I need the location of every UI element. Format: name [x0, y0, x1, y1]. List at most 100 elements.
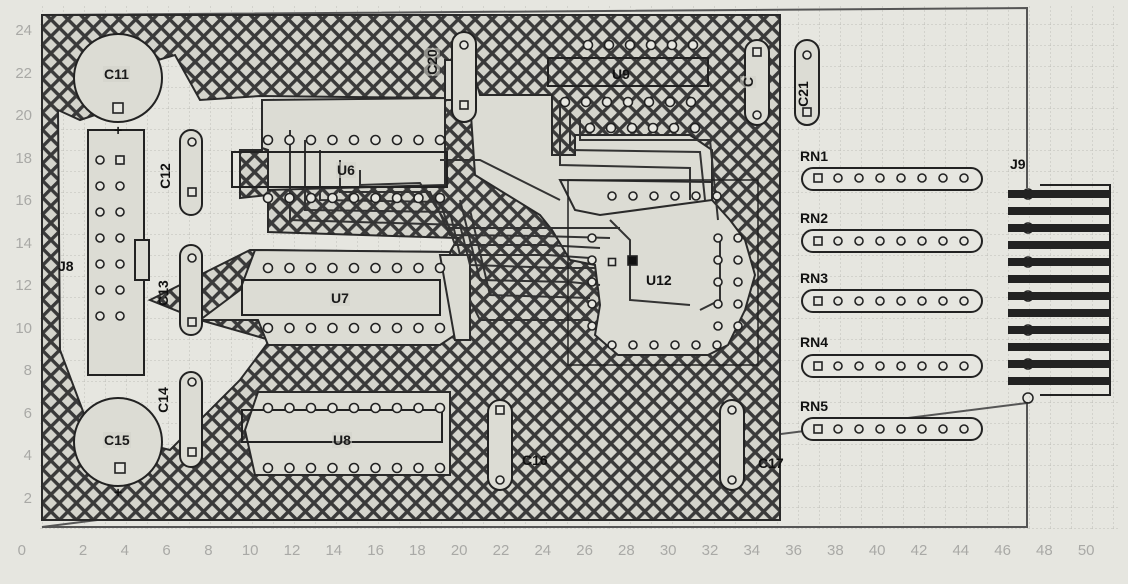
pad	[649, 340, 659, 350]
square-pad	[114, 462, 126, 474]
pad	[305, 262, 317, 274]
pad	[666, 39, 678, 51]
pad	[713, 299, 723, 309]
traces	[289, 100, 721, 321]
pad	[896, 236, 906, 246]
pad	[959, 173, 969, 183]
pad	[649, 191, 659, 201]
pad	[833, 424, 843, 434]
label-rn4: RN4	[800, 334, 829, 350]
pad	[95, 155, 105, 165]
pad	[327, 462, 338, 474]
pad	[370, 192, 381, 204]
pad	[391, 134, 403, 146]
y-tick-label: 4	[23, 447, 32, 464]
label-rn1: RN1	[800, 148, 829, 164]
x-tick-label: 4	[120, 542, 129, 559]
pad	[938, 361, 948, 371]
pad	[284, 262, 295, 274]
y-tick-label: 14	[15, 234, 32, 252]
pad	[327, 402, 338, 414]
pad	[413, 192, 424, 204]
pad	[187, 377, 197, 387]
pad	[917, 361, 927, 371]
pad	[348, 192, 360, 204]
x-tick-label: 26	[576, 542, 593, 559]
pad	[327, 134, 338, 146]
pad	[685, 96, 697, 108]
pad	[587, 233, 597, 243]
pad	[938, 173, 948, 183]
y-tick-label: 16	[15, 192, 32, 209]
x-tick-label: 22	[492, 542, 510, 559]
pad	[689, 122, 701, 134]
pad	[733, 233, 743, 243]
pad	[668, 122, 680, 134]
square-pads	[112, 47, 823, 474]
pad	[434, 322, 446, 334]
x-tick-label: 10	[241, 542, 259, 559]
pad	[262, 322, 274, 334]
square-pad	[115, 155, 125, 165]
pad	[327, 262, 338, 274]
x-tick-label: 32	[701, 542, 719, 559]
pad	[626, 122, 638, 134]
x-tick-label: 36	[785, 542, 802, 559]
y-tick-label: 8	[23, 362, 32, 379]
pad	[854, 424, 864, 434]
square-pad	[607, 257, 617, 267]
pad	[115, 207, 125, 217]
pad	[391, 462, 403, 474]
pad	[115, 311, 125, 321]
pad	[587, 255, 597, 265]
pad	[687, 39, 699, 51]
x-tick-label: 44	[952, 542, 970, 559]
pad	[624, 39, 636, 51]
pad	[434, 402, 446, 414]
j9-connector	[1008, 184, 1111, 404]
label-plus-bottom: +	[114, 484, 123, 500]
label-u7: U7	[330, 290, 350, 306]
pad	[601, 96, 613, 108]
pad	[370, 322, 381, 334]
square-pad	[495, 405, 505, 415]
label-rn3: RN3	[800, 270, 829, 286]
pad	[833, 361, 843, 371]
x-tick-label: 18	[409, 542, 426, 559]
resistor-networks	[801, 167, 983, 441]
small-capacitors	[179, 31, 820, 491]
pad	[348, 402, 360, 414]
label-plus-top: +	[114, 122, 123, 138]
pad	[284, 192, 295, 204]
pad	[115, 233, 125, 243]
x-tick-label: 42	[910, 542, 928, 559]
y-tick-label: 12	[15, 277, 32, 294]
pad	[413, 322, 424, 334]
pad	[115, 181, 125, 191]
pin1-marker	[627, 255, 638, 266]
y-tick-label: 24	[15, 22, 32, 39]
pad	[413, 262, 424, 274]
pad	[833, 296, 843, 306]
pad	[391, 262, 403, 274]
pad	[305, 402, 317, 414]
label-c12: C12	[156, 163, 173, 189]
pad	[580, 96, 592, 108]
square-pad	[112, 102, 124, 114]
pad	[584, 122, 596, 134]
pad	[262, 192, 274, 204]
square-pad	[187, 447, 197, 457]
pad	[187, 253, 197, 263]
pads	[95, 39, 969, 485]
pad	[896, 424, 906, 434]
pad	[875, 236, 885, 246]
pad	[459, 40, 469, 50]
x-tick-label: 28	[618, 542, 635, 559]
pad	[875, 173, 885, 183]
pad	[348, 262, 360, 274]
pad	[875, 424, 885, 434]
pad	[854, 296, 864, 306]
y-tick-label: 18	[15, 149, 32, 167]
pad	[605, 122, 617, 134]
pad	[262, 134, 274, 146]
